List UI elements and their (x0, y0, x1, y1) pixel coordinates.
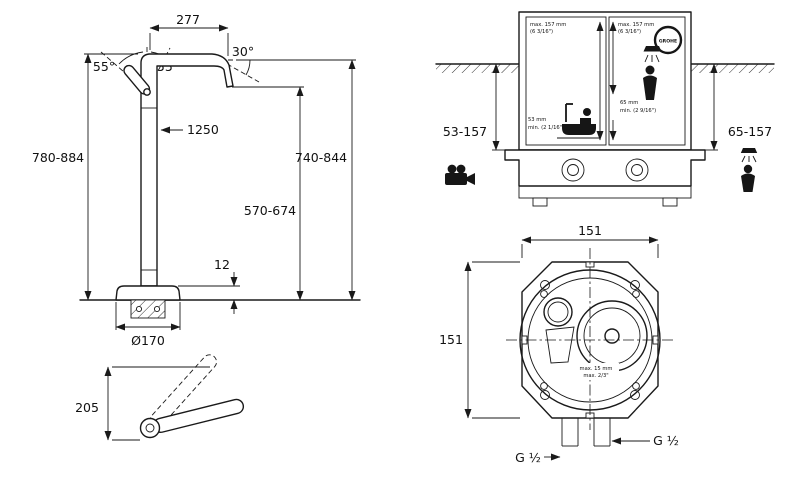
panel-bath (525, 16, 607, 146)
dim-angle-left: 55° (93, 59, 115, 74)
faucet-spout (140, 53, 234, 287)
faucet-side-view: 277 55° 55° 30° 1250 780-884 740-844 (32, 12, 361, 348)
connection-port-right (625, 158, 649, 182)
label-shower-min-mm: 65 mm (620, 100, 638, 106)
dim-swivel-depth: 205 (75, 400, 99, 415)
label-bath-min-mm: 53 mm (528, 117, 546, 123)
foot-right (662, 197, 678, 207)
thread-left-label: G ½ (515, 450, 541, 465)
label-shower-max-mm: max. 157 mm (618, 22, 654, 28)
dim-spout-reach: 277 (176, 12, 200, 27)
base-plate (115, 285, 181, 301)
dim-depth-shower: 65-157 (728, 124, 772, 139)
label-bath-max-mm: max. 157 mm (530, 22, 566, 28)
bathtub-icon (557, 103, 600, 139)
dim-height-outlet: 570-674 (244, 203, 296, 218)
brand-name: GROHE (659, 39, 677, 45)
foot-left (532, 197, 548, 207)
rough-in-section-view: max. 157 mm (6 3/16") 53 mm min. (2 1/16… (435, 11, 775, 207)
spout-plan (152, 398, 245, 434)
label-shower-min-in: min. (2 9/16") (620, 108, 656, 114)
label-shower-max-in: (6 3/16") (618, 29, 641, 35)
dim-height: 151 (439, 332, 463, 347)
dim-width: 151 (578, 223, 602, 238)
shower-head-icon (643, 46, 662, 63)
dim-hose-length: 1250 (187, 122, 219, 137)
panel-shower (608, 16, 686, 146)
label-bath-min-in: min. (2 1/16") (528, 125, 564, 131)
dim-angle-spout: 30° (232, 44, 254, 59)
dim-base-diameter: Ø170 (131, 333, 165, 348)
shower-icon (740, 148, 758, 192)
note-max-mm: max. 15 mm (580, 366, 613, 372)
film-camera-icon (445, 164, 475, 185)
dim-depth-bath: 53-157 (443, 124, 487, 139)
handle-pivot (143, 88, 151, 96)
dim-height-total: 780-884 (32, 150, 84, 165)
note-max-in: max. 2/3" (583, 373, 608, 379)
rough-in-body (504, 149, 706, 187)
rough-in-top-view: 151 151 max. 15 mm (439, 223, 679, 465)
label-bath-max-in: (6 3/16") (530, 29, 553, 35)
rough-in-box (518, 11, 692, 151)
spout-plan-view: 205 (75, 354, 245, 441)
thread-right-label: G ½ (653, 433, 679, 448)
shower-person-icon (643, 65, 657, 100)
dim-plate-height: 12 (214, 257, 230, 272)
grohe-logo: GROHE (653, 25, 683, 55)
dim-height-outlet-max: 740-844 (295, 150, 347, 165)
connection-port-left (561, 158, 585, 182)
mounting-base-hatch (518, 185, 692, 199)
drain-funnel (545, 326, 575, 364)
spout-pivot (139, 417, 161, 439)
